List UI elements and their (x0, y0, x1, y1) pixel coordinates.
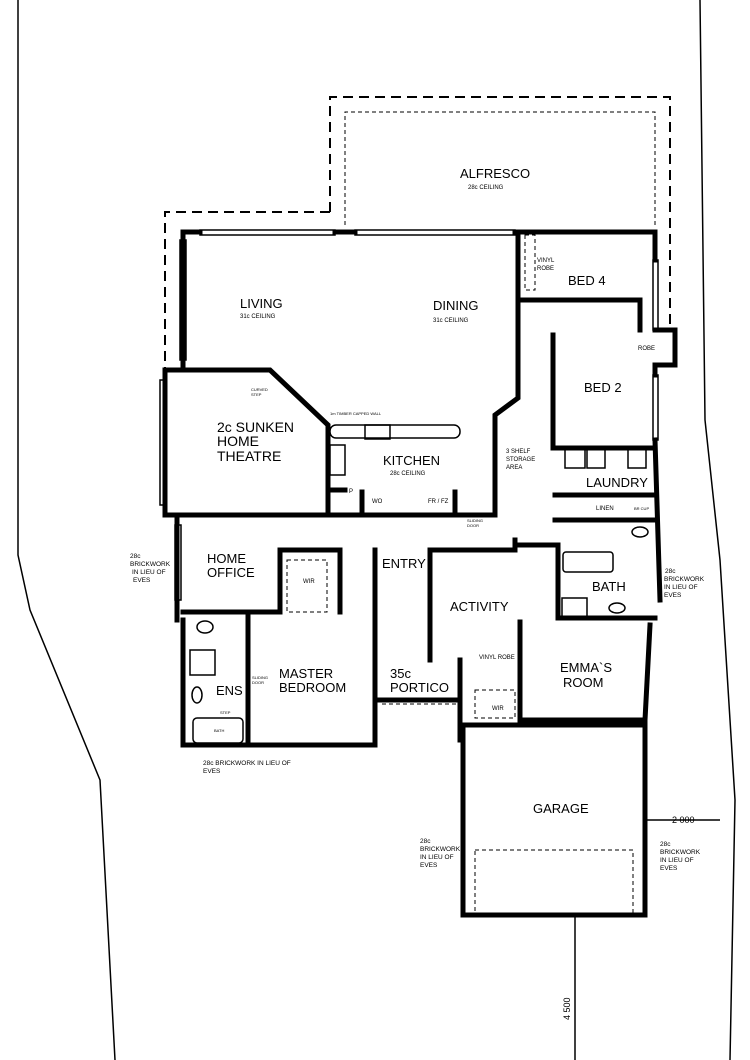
note-brick-garage-r-4: EVES (660, 865, 678, 872)
label-kitchen-ceiling: 28c CEILING (390, 471, 426, 477)
note-brick-right-2: BRICKWORK (664, 576, 705, 583)
walls (162, 229, 678, 918)
label-curved-step-1: CURVED (251, 387, 268, 392)
label-emma-2: ROOM (563, 675, 603, 690)
label-living-ceiling: 31c CEILING (240, 314, 276, 320)
label-bath: BATH (592, 579, 626, 594)
label-broom-cupboard: BR CUP (634, 506, 649, 511)
label-living: LIVING (240, 296, 283, 311)
label-theatre-2: HOME (217, 433, 259, 449)
label-home-office-2: OFFICE (207, 565, 255, 580)
label-ens: ENS (216, 683, 243, 698)
dimension-lines (574, 819, 720, 1060)
label-ens-bath: BATH (214, 728, 224, 733)
label-curved-step-2: STEP (251, 392, 262, 397)
label-sliding-door-2: DOOR (467, 523, 479, 528)
label-emma-1: EMMA`S (560, 660, 612, 675)
label-vinyl-robe-2: ROBE (537, 266, 554, 272)
label-bed2: BED 2 (584, 380, 622, 395)
label-wir2: WIR (492, 706, 504, 712)
note-brick-right-4: EVES (664, 592, 682, 599)
note-brick-garage-r-1: 28c (660, 841, 671, 848)
label-kitchen: KITCHEN (383, 453, 440, 468)
label-alfresco-ceiling: 28c CEILING (468, 185, 504, 191)
label-linen: LINEN (596, 506, 614, 512)
label-step: STEP (220, 710, 231, 715)
label-storage-1: 3 SHELF (506, 449, 531, 455)
note-brick-bottom-1: 28c BRICKWORK IN LIEU OF (203, 760, 291, 767)
note-brick-left-3: IN LIEU OF (132, 569, 166, 576)
label-pantry: P (349, 489, 353, 495)
label-laundry: LAUNDRY (586, 475, 648, 490)
note-brick-garage-r-2: BRICKWORK (660, 849, 701, 856)
label-master-2: BEDROOM (279, 680, 346, 695)
label-wo: WO (372, 499, 383, 505)
label-fridge: FR / FZ (428, 499, 449, 505)
roofline-dashed (164, 96, 671, 370)
note-brick-garage-l-4: EVES (420, 862, 438, 869)
note-brick-bottom-2: EVES (203, 768, 221, 775)
note-brick-garage-l-1: 28c (420, 838, 431, 845)
note-brick-right-3: IN LIEU OF (664, 584, 698, 591)
label-bed4: BED 4 (568, 273, 606, 288)
label-portico-1: 35c (390, 666, 411, 681)
dimension-front: 4 500 (562, 997, 572, 1020)
label-storage-3: AREA (506, 465, 522, 471)
label-wir: WIR (303, 579, 315, 585)
note-brick-garage-l-3: IN LIEU OF (420, 854, 454, 861)
fixtures (159, 229, 659, 916)
note-brick-garage-r-3: IN LIEU OF (660, 857, 694, 864)
label-theatre-3: THEATRE (217, 448, 281, 464)
label-storage-2: STORAGE (506, 457, 535, 463)
label-master-1: MASTER (279, 666, 333, 681)
label-vinyl-robe-1: VINYL (537, 258, 555, 264)
label-dining-ceiling: 31c CEILING (433, 318, 469, 324)
label-ens-sliding-1: SLIDING (252, 675, 268, 680)
label-garage: GARAGE (533, 801, 589, 816)
label-activity: ACTIVITY (450, 599, 509, 614)
note-brick-garage-l-2: BRICKWORK (420, 846, 461, 853)
label-timber-wall: 1m TIMBER CAPPED WALL (330, 411, 382, 416)
note-brick-left-4: EVES (133, 577, 151, 584)
note-brick-right-1: 28c (665, 568, 676, 575)
label-dining: DINING (433, 298, 479, 313)
lot-boundary (17, 0, 736, 1060)
label-ens-sliding-2: DOOR (252, 680, 264, 685)
label-vinyl-robe: VINYL ROBE (479, 655, 515, 661)
label-alfresco: ALFRESCO (460, 166, 530, 181)
label-home-office-1: HOME (207, 551, 246, 566)
note-brick-left-2: BRICKWORK (130, 561, 171, 568)
label-sliding-door-1: SLIDING (467, 518, 483, 523)
label-entry: ENTRY (382, 556, 426, 571)
label-robe: ROBE (638, 346, 655, 352)
note-brick-left-1: 28c (130, 553, 141, 560)
label-portico-2: PORTICO (390, 680, 449, 695)
dimension-side: 2 000 (672, 815, 695, 825)
label-theatre-1: 2c SUNKEN (217, 419, 294, 435)
